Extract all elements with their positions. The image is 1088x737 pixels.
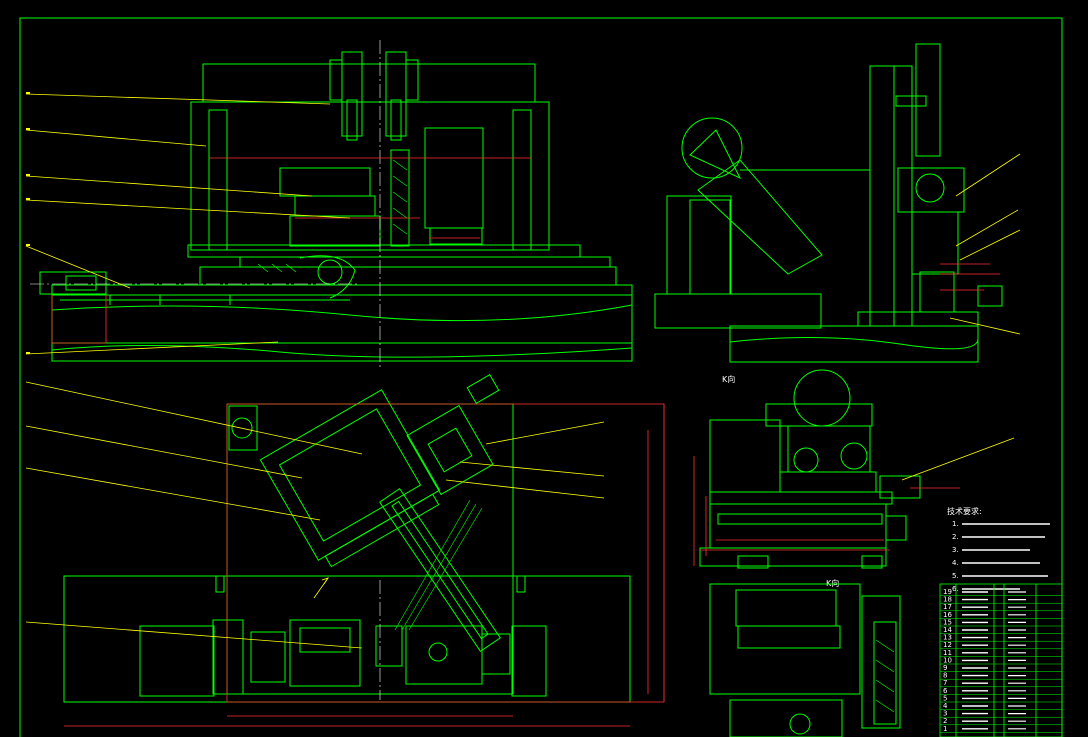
parts-table-row-number: 11 xyxy=(943,649,952,657)
parts-table-row-number: 4 xyxy=(943,702,948,710)
tech-notes: 技术要求: 1. 2. 3. 4. 5. 6. xyxy=(947,506,982,593)
parts-table-row-number: 19 xyxy=(943,588,952,596)
tech-notes-title: 技术要求: xyxy=(947,506,982,516)
parts-table-row-number: 14 xyxy=(943,626,952,634)
parts-table-row-number: 10 xyxy=(943,656,952,664)
parts-table-row-number: 17 xyxy=(943,603,952,611)
side-view xyxy=(654,43,1003,363)
front-view-part-numbers xyxy=(26,92,30,354)
plan-view xyxy=(63,374,631,703)
k-view-leaders xyxy=(901,437,1015,481)
tech-notes-line-3: 3. xyxy=(952,546,959,554)
parts-table-row-number: 15 xyxy=(943,618,952,626)
k-view-dimensions xyxy=(693,456,960,566)
k-view xyxy=(699,369,921,569)
parts-table-row-number: 3 xyxy=(943,710,947,718)
tech-notes-line-4: 4. xyxy=(952,559,959,567)
parts-table-row-number: 5 xyxy=(943,694,947,702)
front-view-dimensions xyxy=(51,157,531,344)
front-view-leaders xyxy=(25,93,351,355)
parts-table-row-number: 8 xyxy=(943,672,947,680)
plan-view-arrow xyxy=(313,577,329,599)
plan-view-leaders xyxy=(25,381,605,649)
front-view-centerlines xyxy=(30,40,381,368)
parts-table-row-number: 9 xyxy=(943,664,947,672)
parts-table-row-number: 1 xyxy=(943,725,947,733)
detail-view xyxy=(709,583,901,737)
parts-table xyxy=(939,583,1063,737)
side-view-leaders xyxy=(949,153,1021,335)
drawing-frame xyxy=(19,17,1063,737)
plan-view-hatch xyxy=(394,499,483,631)
tech-notes-line-6: 6. xyxy=(952,585,959,593)
parts-table-row-number: 7 xyxy=(943,679,947,687)
detail-view-hatch xyxy=(875,639,895,713)
parts-table-row-number: 18 xyxy=(943,596,952,604)
parts-table-row-number: 2 xyxy=(943,717,947,725)
front-view xyxy=(39,51,633,362)
tech-notes-line-2: 2. xyxy=(952,533,959,541)
parts-table-row-number: 12 xyxy=(943,641,952,649)
tech-notes-line-1: 1. xyxy=(952,520,959,528)
parts-table-row-number: 6 xyxy=(943,687,948,695)
plan-view-dimensions xyxy=(64,403,665,727)
front-view-hatch xyxy=(257,159,408,273)
parts-table-row-number: 16 xyxy=(943,611,952,619)
side-view-dimensions xyxy=(940,263,1000,291)
tech-notes-line-5: 5. xyxy=(952,572,959,580)
view-label-k-bottom: K向 xyxy=(826,578,839,588)
view-label-k-top: K向 xyxy=(722,374,735,384)
parts-table-row-number: 13 xyxy=(943,634,952,642)
tech-notes-text-lines xyxy=(962,523,1050,590)
